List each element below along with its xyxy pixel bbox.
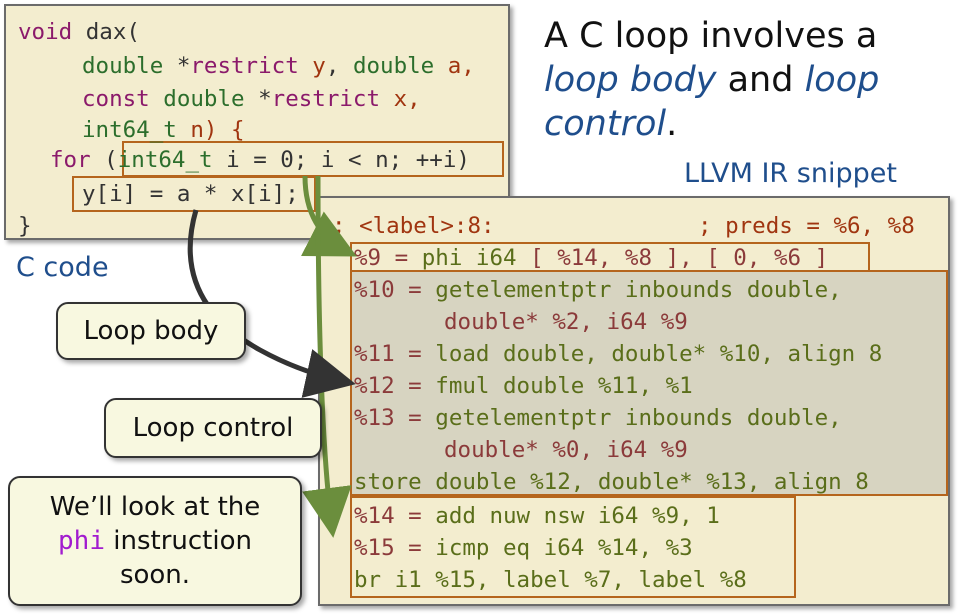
loop-control-callout: Loop control — [104, 398, 322, 458]
ir-label-comment: ; <label>:8: — [332, 213, 495, 239]
c-line-1: void dax( — [18, 19, 140, 45]
loop-body-callout: Loop body — [56, 302, 246, 360]
c-line-6: y[i] = a * x[i]; — [82, 181, 299, 207]
slide-heading: A C loop involves a loop body and loop c… — [544, 14, 944, 146]
ir-br-line: br i1 %15, label %7, label %8 — [354, 567, 747, 593]
loop-body-term: loop body — [544, 60, 717, 100]
loop-body-ir-highlight — [350, 270, 948, 496]
c-line-2: double *restrict y, double a, — [82, 53, 475, 79]
phi-note-callout: We’ll look at the phi instruction soon. — [8, 476, 302, 606]
llvm-ir-panel: ; <label>:8: ; preds = %6, %8 %9 = phi i… — [318, 196, 950, 606]
loop-control-ir-highlight — [350, 496, 796, 598]
loop-control-term: loop — [804, 60, 880, 100]
llvm-ir-label: LLVM IR snippet — [684, 158, 897, 189]
ir-line-13: %13 = getelementptr inbounds double, — [354, 405, 842, 431]
ir-preds-comment: ; preds = %6, %8 — [698, 213, 915, 239]
phi-note-line-1: We’ll look at the — [49, 492, 261, 522]
ir-store-line: store double %12, double* %13, align 8 — [354, 469, 869, 495]
ir-line-13b: double* %0, i64 %9 — [444, 437, 688, 463]
c-line-3: const double *restrict x, — [82, 86, 421, 112]
ir-line-12: %12 = fmul double %11, %1 — [354, 373, 693, 399]
c-line-5: for (int64_t i = 0; i < n; ++i) — [50, 147, 470, 173]
heading-line-3: control. — [544, 104, 678, 144]
heading-line-1: A C loop involves a — [544, 16, 878, 56]
c-code-label: C code — [16, 252, 109, 283]
c-line-4: int64_t n) { — [82, 117, 245, 143]
phi-note-line-2: phi instruction — [58, 526, 252, 556]
ir-line-14: %14 = add nuw nsw i64 %9, 1 — [354, 503, 720, 529]
ir-line-11: %11 = load double, double* %10, align 8 — [354, 341, 883, 367]
ir-line-10: %10 = getelementptr inbounds double, — [354, 277, 842, 303]
c-line-7: } — [18, 213, 32, 239]
ir-line-10b: double* %2, i64 %9 — [444, 309, 688, 335]
phi-note-line-3: soon. — [119, 560, 191, 590]
ir-line-15: %15 = icmp eq i64 %14, %3 — [354, 535, 693, 561]
ir-phi-line: %9 = phi i64 [ %14, %8 ], [ 0, %6 ] — [354, 245, 829, 271]
phi-keyword: phi — [58, 526, 105, 556]
heading-line-2: loop body and loop — [544, 60, 880, 100]
